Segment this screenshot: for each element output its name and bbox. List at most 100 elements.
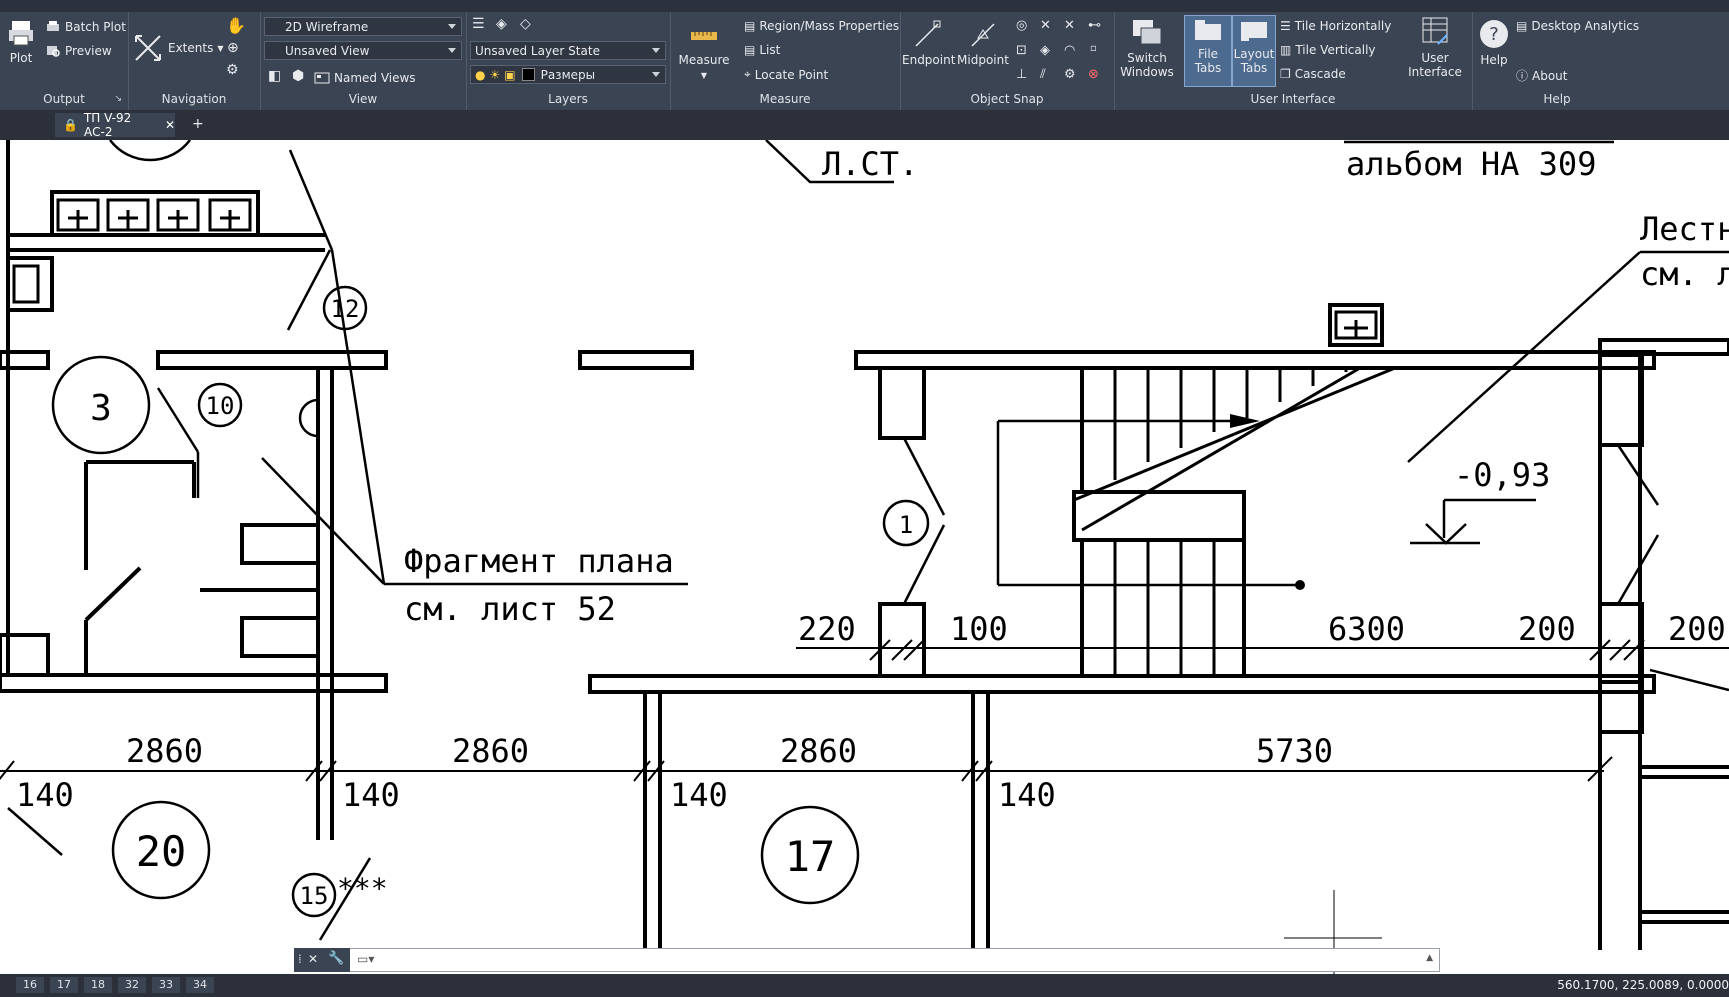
lightbulb-icon: ● [475, 67, 486, 82]
layout-tab[interactable]: 32 [118, 977, 146, 993]
layout-tab[interactable]: 33 [152, 977, 180, 993]
orbit-icon[interactable]: ⊕ [227, 40, 239, 56]
panel-title-output: Output [43, 92, 85, 106]
layout-tabs-toggle[interactable]: Layout Tabs [1232, 15, 1276, 87]
drawing-svg[interactable]: 3 20 17 10 12 1 15 Л.СТ. альбом НА 309 Л… [0, 139, 1729, 974]
grip-point[interactable] [1295, 580, 1305, 590]
close-icon[interactable]: ✕ [164, 118, 175, 132]
locate-point-icon: ⌖ [744, 67, 751, 81]
file-tabs-toggle[interactable]: File Tabs [1184, 15, 1232, 87]
panel-expand-icon[interactable]: ↘ [114, 94, 122, 104]
lock-icon: ▣ [504, 67, 516, 82]
region-mass-button[interactable]: ▤Region/Mass Properties [744, 19, 899, 33]
cube-icon[interactable]: ◧ [268, 68, 282, 84]
perpendicular-snap-icon[interactable]: ⊥ [1016, 67, 1028, 82]
preview-button[interactable]: Preview [45, 43, 112, 59]
desktop-analytics-button[interactable]: ▤Desktop Analytics [1516, 19, 1639, 33]
tile-vertically-button[interactable]: ▥Tile Vertically [1280, 43, 1376, 57]
plot-label: Plot [9, 51, 33, 65]
chevron-down-icon [652, 72, 660, 77]
dimension-text: 2860 [126, 732, 203, 770]
center-snap-icon[interactable]: ◎ [1016, 18, 1028, 33]
locate-point-button[interactable]: ⌖Locate Point [744, 67, 828, 82]
tile-horizontally-label: Tile Horizontally [1294, 19, 1392, 33]
layer-properties-icon[interactable]: ☰ [472, 16, 485, 32]
layer-previous-icon[interactable]: ◇ [520, 16, 531, 32]
dimension-text: 140 [998, 776, 1056, 814]
extents-button[interactable]: Extents ▼ [132, 32, 224, 64]
layer-state-dropdown[interactable]: Unsaved Layer State [470, 41, 666, 60]
midpoint-button[interactable]: Midpoint [956, 20, 1010, 67]
circle-label: 1 [899, 511, 913, 539]
circle-label: 3 [90, 388, 112, 429]
quadrant-snap-icon[interactable]: ◈ [1040, 43, 1050, 58]
nearest-snap-icon[interactable]: ▫ [1090, 43, 1097, 54]
named-views-button[interactable]: Named Views [314, 70, 416, 86]
extension-snap-icon[interactable]: ⊷ [1088, 18, 1101, 33]
tile-horizontally-button[interactable]: ☰Tile Horizontally [1280, 19, 1391, 33]
panel-title-measure: Measure [759, 92, 811, 106]
coordinate-readout[interactable]: 560.1700, 225.0089, 0.0000 [1557, 978, 1729, 992]
snap-settings-icon[interactable]: ⚙ [1064, 67, 1076, 82]
measure-button[interactable]: Measure▼ [678, 20, 730, 83]
endpoint-label: Endpoint [902, 53, 956, 67]
layout-tabs-label-1: Layout [1233, 47, 1275, 61]
drag-handle-icon[interactable]: ⁞ [298, 952, 302, 966]
apparent-snap-icon[interactable]: ✕ [1064, 18, 1075, 33]
pan-hand-icon[interactable]: ✋ [226, 16, 246, 35]
close-icon[interactable]: ✕ [308, 952, 319, 966]
list-button[interactable]: ▤List [744, 43, 780, 57]
cascade-button[interactable]: ❐Cascade [1280, 67, 1346, 81]
layer-dropdown[interactable]: ● ☀ ▣ Размеры [470, 65, 666, 84]
layout-tab[interactable]: 16 [16, 977, 44, 993]
command-line-input[interactable]: ▭▾ ▲ [294, 948, 1440, 972]
chevron-down-icon [652, 48, 660, 53]
batch-plot-button[interactable]: Batch Plot [45, 19, 126, 35]
list-label: List [759, 43, 781, 57]
help-button[interactable]: ? Help [1474, 18, 1514, 67]
circle-label: 15 [300, 882, 329, 910]
command-line-grip[interactable]: ⁞ ✕ 🔧 [294, 948, 350, 972]
switch-windows-button[interactable]: Switch Windows [1118, 18, 1176, 79]
user-interface-button[interactable]: User Interface [1404, 16, 1466, 79]
panel-view: 2D Wireframe Unsaved View ◧ ⬢ Named View… [260, 12, 467, 110]
tangent-snap-icon[interactable]: ◠ [1064, 43, 1076, 58]
layout-tab[interactable]: 17 [50, 977, 78, 993]
stair-note-label: Лестн [1640, 210, 1729, 248]
preview-icon [47, 46, 60, 57]
steering-wheel-icon[interactable]: ⚙ [226, 62, 239, 78]
fragment-ref: см. лист 52 [404, 590, 616, 628]
layer-match-icon[interactable]: ◈ [496, 16, 507, 32]
ruler-icon [691, 32, 717, 40]
file-tab[interactable]: 🔒 ТП V-92 АС-2 ✕ [55, 111, 175, 139]
box-icon[interactable]: ⬢ [292, 68, 305, 84]
named-view-dropdown[interactable]: Unsaved View [264, 41, 462, 60]
circle-label: 20 [136, 827, 187, 876]
command-prompt-icon[interactable]: ▭▾ [357, 952, 375, 966]
panel-title-object-snap: Object Snap [970, 92, 1044, 106]
layout-tab[interactable]: 34 [186, 977, 214, 993]
svg-text:?: ? [1489, 24, 1499, 45]
dimension-text: 140 [342, 776, 400, 814]
snap-clear-icon[interactable]: ⊗ [1088, 67, 1099, 82]
panel-measure: Measure▼ ▤Region/Mass Properties ▤List ⌖… [670, 12, 901, 110]
current-layer-value: Размеры [540, 67, 596, 82]
panel-output: Plot Batch Plot Preview Output ↘ [0, 12, 129, 110]
parallel-snap-icon[interactable]: ⫽ [1040, 67, 1046, 82]
visual-style-dropdown[interactable]: 2D Wireframe [264, 17, 462, 36]
node-snap-icon[interactable]: ⊡ [1016, 43, 1027, 58]
dimension-text: 6300 [1328, 610, 1405, 648]
plot-button[interactable]: Plot [2, 18, 40, 65]
endpoint-button[interactable]: Endpoint [902, 20, 956, 67]
locate-point-label: Locate Point [754, 67, 829, 82]
extents-label: Extents [168, 41, 214, 55]
file-tab-label: ТП V-92 АС-2 [83, 111, 132, 139]
layout-tab[interactable]: 18 [84, 977, 112, 993]
intersection-snap-icon[interactable]: ✕ [1040, 18, 1051, 33]
drawing-canvas[interactable]: 3 20 17 10 12 1 15 Л.СТ. альбом НА 309 Л… [0, 139, 1729, 974]
tile-vertically-icon: ▥ [1280, 43, 1292, 57]
wrench-icon[interactable]: 🔧 [328, 951, 345, 966]
chevron-up-icon[interactable]: ▲ [1426, 953, 1433, 963]
new-tab-button[interactable]: + [192, 116, 204, 132]
